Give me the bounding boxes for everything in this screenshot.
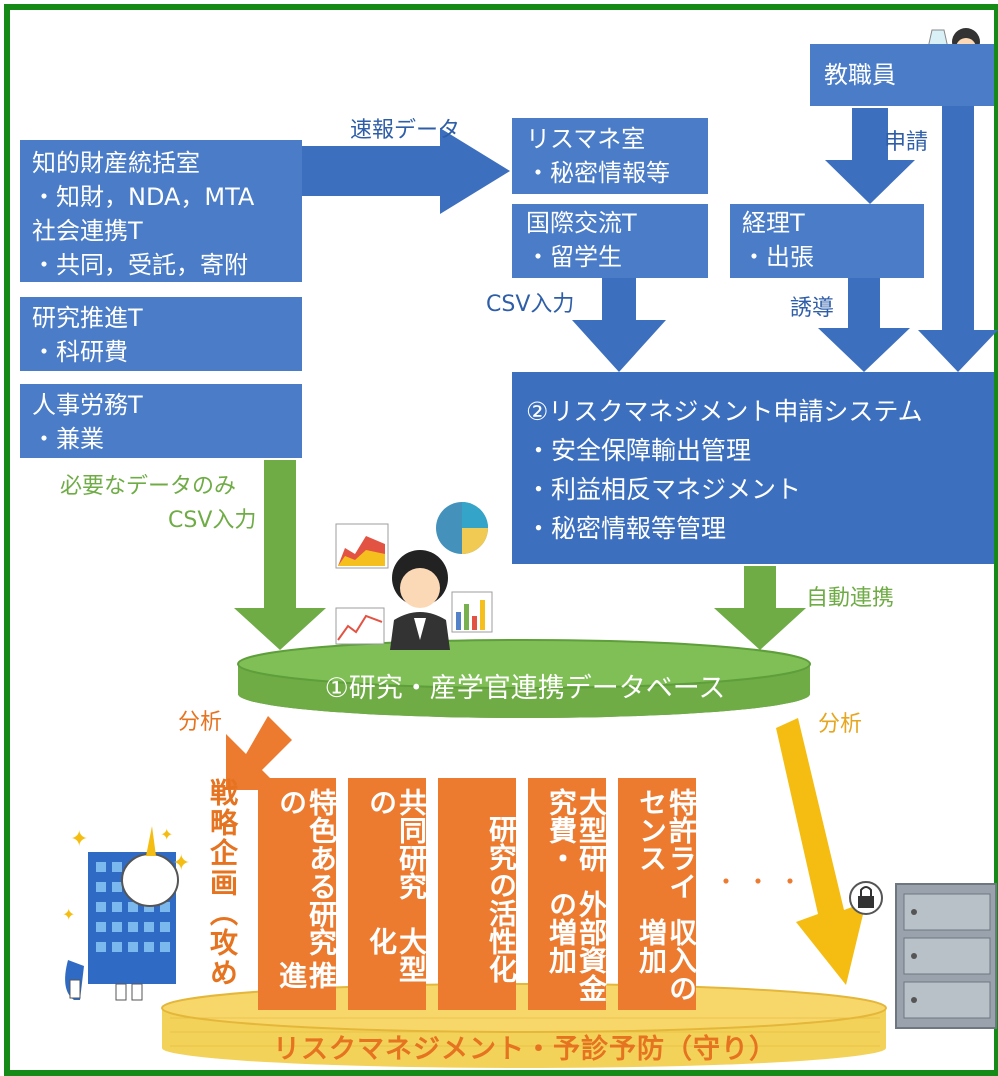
svg-text:✦: ✦ [62,905,75,924]
analysis-arrow-orange [226,716,292,790]
guide-arrow [818,276,910,372]
column-line: 大型化 [365,926,428,983]
staff-box: 教職員 [810,44,994,106]
research-promo-line: ・科研費 [32,338,128,366]
strategy-label: 戦略企画（攻め [206,778,239,988]
research-promo-box: 研究推進T ・科研費 [20,297,302,371]
staff-label: 教職員 [824,61,896,89]
safe-cabinet [849,881,997,1029]
database-top [237,639,811,689]
accounting-line: ・出張 [742,243,814,271]
column-line: 研究の活性化 [485,815,518,983]
column-patent-license: 特許ライセンス 収入の増加 [618,778,698,1010]
green-arrow-left [234,460,326,650]
ip-office-line: 社会連携T [32,217,143,245]
column-research-activation: 研究の活性化 [438,778,518,1010]
system-line: ・利益相反マネジメント [526,475,802,504]
analysis-arrow-yellow [776,718,866,985]
risk-office-box: リスマネ室 ・秘密情報等 [512,118,708,194]
column-line: 外部資金の増加 [545,890,608,1003]
ip-office-box: 知的財産統括室 ・知財，NDA，MTA 社会連携T ・共同，受託，寄附 [20,140,302,282]
column-line: 特許ライセンス [635,788,698,900]
ip-office-line: ・知財，NDA，MTA [32,183,255,211]
column-distinctive-research: 特色ある研究の 推進 [258,778,338,1010]
column-external-funding: 大型研究費・ 外部資金の増加 [528,778,608,1010]
apply-label: 申請 [884,130,929,155]
csv-arrow [572,276,666,372]
column-line: 収入の増加 [635,917,698,1002]
system-box: ②リスクマネジメント申請システム ・安全保障輸出管理 ・利益相反マネジメント ・… [512,372,994,564]
apply-arrow-to-accounting [825,108,915,204]
more-dots: ・・・ [714,868,810,896]
database-label: ①研究・産学官連携データベース [324,673,726,704]
auto-link-label: 自動連携 [806,586,895,611]
ip-office-line: ・共同，受託，寄附 [32,251,248,279]
risk-base-label: リスクマネジメント・予診予防（守り） [273,1034,777,1065]
analysis-right-label: 分析 [818,712,863,737]
accounting-box: 経理T ・出張 [730,204,924,278]
hr-line: ・兼業 [32,425,104,453]
svg-text:✦: ✦ [70,827,88,852]
system-line: ・安全保障輸出管理 [526,436,752,465]
svg-text:✦: ✦ [160,825,173,844]
needed-data-csv-label: CSV入力 [168,508,257,533]
ip-office-line: 知的財産統括室 [32,149,200,177]
intl-line: 国際交流T [526,209,637,237]
hr-box: 人事労務T ・兼業 [20,384,302,458]
system-line: ・秘密情報等管理 [526,514,727,543]
csv-input-label: CSV入力 [486,292,575,317]
green-arrow-auto [714,566,806,650]
risk-office-line: ・秘密情報等 [526,159,670,187]
intl-box: 国際交流T ・留学生 [512,204,708,278]
analyst-figure [390,550,450,650]
accounting-line: 経理T [742,209,805,237]
guide-label: 誘導 [790,296,835,321]
column-line: 推進 [275,960,338,989]
quick-data-label: 速報データ [350,118,461,143]
column-line: 大型研究費・ [545,788,608,872]
green-frame [4,4,998,1076]
chart-icons [335,502,493,645]
svg-text:✦: ✦ [172,851,190,876]
needed-data-label: 必要なデータのみ [60,474,237,499]
column-line: 共同研究の [365,788,428,900]
risk-office-line: リスマネ室 [526,125,646,153]
quick-data-arrow [302,128,510,214]
unicorn-building: ✦ ✦ ✦ ✦ [62,825,190,1001]
analysis-left-label: 分析 [178,710,223,735]
research-promo-line: 研究推進T [32,304,143,332]
intl-line: ・留学生 [526,243,622,271]
column-line: 特色ある研究の [275,788,338,956]
system-title: ②リスクマネジメント申請システム [526,397,923,426]
apply-arrow-long [918,104,998,372]
column-joint-research: 共同研究の 大型化 [348,778,428,1010]
hr-line: 人事労務T [32,391,143,419]
